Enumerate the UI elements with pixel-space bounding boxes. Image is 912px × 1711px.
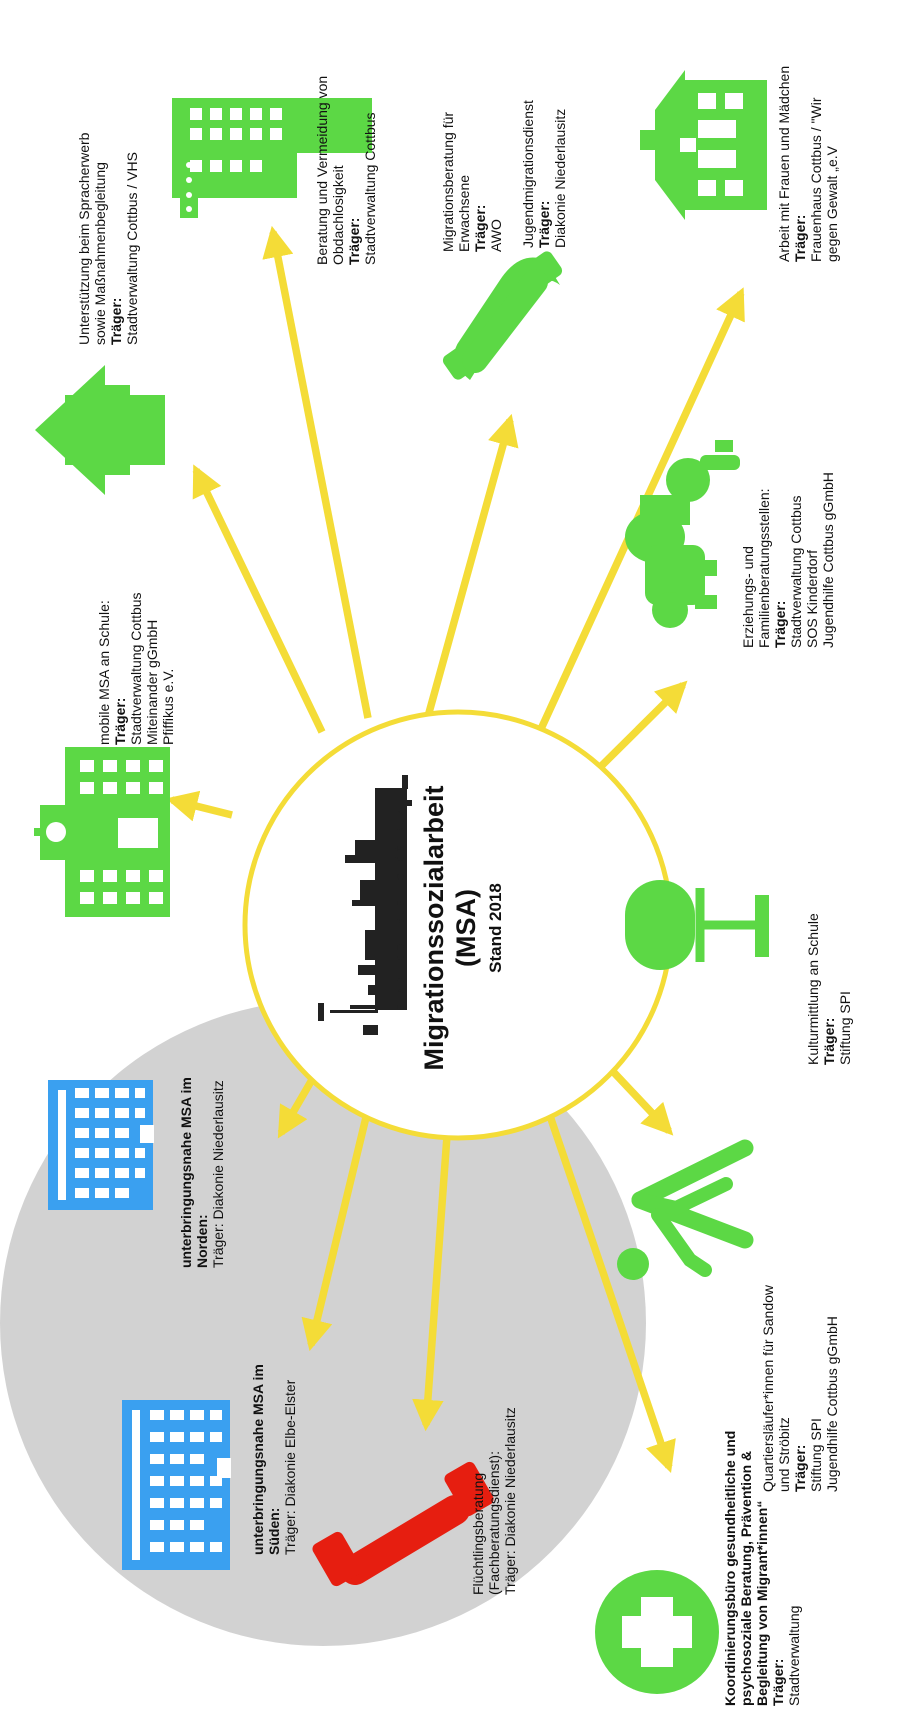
label-traeger: Träger: xyxy=(472,204,488,252)
label-line: Migrationsberatung für xyxy=(440,111,456,252)
label-line: unterbringungsnahe MSA im xyxy=(178,1077,194,1268)
label-line: Pfiffikus e.V. xyxy=(160,668,176,745)
center-title-line1: Migrationssozialarbeit xyxy=(419,785,449,1071)
label-line: unterbringungsnahe MSA im xyxy=(250,1364,266,1555)
label-line: Arbeit mit Frauen und Mädchen xyxy=(776,65,792,262)
telephone-icon xyxy=(442,251,563,380)
label-line: Diakonie Niederlausitz xyxy=(552,108,568,248)
label-kultur: Kulturmittlung an Schule Träger: Stiftun… xyxy=(805,913,853,1065)
apartment-block-icon xyxy=(122,1400,231,1570)
label-frauen: Arbeit mit Frauen und Mädchen Träger: Fr… xyxy=(776,66,840,262)
label-line: Süden: xyxy=(266,1507,282,1555)
microphone-icon xyxy=(625,880,769,970)
label-line: Obdachlosigkeit xyxy=(330,165,346,265)
arrow-sued xyxy=(301,1108,372,1352)
arrow-gesundheit xyxy=(545,1111,676,1473)
label-line: Erziehungs- und xyxy=(740,546,756,648)
label-line: Begleitung von Migrant*innen“ xyxy=(754,1500,770,1706)
label-line: Stiftung SPI xyxy=(808,1418,824,1492)
label-line: Koordinierungsbüro gesundheitliche und xyxy=(722,1430,738,1706)
label-sued: unterbringungsnahe MSA im Süden: Träger:… xyxy=(250,1364,298,1555)
label-line: mobile MSA an Schule: xyxy=(96,600,112,745)
telephone-icon xyxy=(312,1461,494,1587)
label-traeger: Träger: xyxy=(772,600,788,648)
label-mobile-msa: mobile MSA an Schule: Träger: Stadtverwa… xyxy=(96,592,176,745)
label-line: Erwachsene xyxy=(456,174,472,252)
label-line: Stadtverwaltung Cottbus / VHS xyxy=(124,152,140,345)
label-nord: unterbringungsnahe MSA im Norden: Träger… xyxy=(178,1077,226,1268)
label-traeger: Träger: xyxy=(536,200,552,248)
label-traeger: Träger: xyxy=(346,217,362,265)
label-line: Jugendhilfe Cottbus gGmbH xyxy=(824,1316,840,1492)
label-line: Jugendhilfe Cottbus gGmbH xyxy=(820,472,836,648)
center-title-line2: (MSA) xyxy=(451,889,481,967)
medical-cross-icon xyxy=(595,1570,719,1694)
label-gesundheit: Koordinierungsbüro gesundheitliche und p… xyxy=(722,1431,802,1706)
shelter-house-icon xyxy=(640,70,767,220)
label-line: Jugendmigrationsdienst xyxy=(520,100,536,248)
label-line: Träger: Diakonie Niederlausitz xyxy=(502,1407,518,1595)
label-line: Flüchtlingsberatung xyxy=(470,1472,486,1595)
label-line: AWO xyxy=(488,219,504,252)
arrow-fluechtling xyxy=(412,1121,452,1432)
label-erziehung: Erziehungs- und Familienberatungsstellen… xyxy=(740,472,836,648)
label-line: Träger: Diakonie Elbe-Elster xyxy=(282,1379,298,1555)
arrow-mobile-msa xyxy=(165,790,233,822)
label-line: Kulturmittlung an Schule xyxy=(805,913,821,1065)
arrow-migrationsberatung xyxy=(418,413,519,740)
label-traeger: Träger: xyxy=(770,1658,786,1706)
label-line: sowie Maßnahmenbegleitung xyxy=(92,162,108,345)
label-line: Frauenhaus Cottbus / "Wir xyxy=(808,97,824,262)
hotel-building-icon xyxy=(172,98,372,218)
arrow-sprache xyxy=(192,464,326,734)
label-jugendmigration: Jugendmigrationsdienst Träger: Diakonie … xyxy=(520,100,568,248)
label-line: Stadtverwaltung Cottbus xyxy=(128,592,144,745)
arrow-nord xyxy=(277,1076,317,1139)
school-building-icon xyxy=(34,747,170,917)
label-line: psychosoziale Beratung, Prävention & xyxy=(738,1450,754,1706)
arrow-obdach xyxy=(262,225,372,719)
label-migrationsberatung: Migrationsberatung für Erwachsene Träger… xyxy=(440,112,504,252)
label-line: Stadtverwaltung Cottbus xyxy=(788,495,804,648)
apartment-block-icon xyxy=(48,1080,154,1210)
cottbus-skyline-logo xyxy=(318,775,412,1035)
label-line: Stadtverwaltung xyxy=(786,1605,802,1706)
house-icon xyxy=(35,365,165,495)
arrow-quartier xyxy=(602,1060,674,1136)
label-line: Stiftung SPI xyxy=(837,991,853,1065)
label-line: Familienberatungsstellen: xyxy=(756,488,772,648)
label-traeger: Träger: xyxy=(108,297,124,345)
label-traeger: Träger: xyxy=(112,697,128,745)
label-traeger: Träger: xyxy=(821,1017,837,1065)
label-line: Stadtverwaltung Cottbus xyxy=(362,112,378,265)
label-sprache: Unterstützung beim Spracherwerb sowie Ma… xyxy=(76,133,140,345)
center-subtitle: Stand 2018 xyxy=(486,883,505,973)
label-line: Unterstützung beim Spracherwerb xyxy=(76,132,92,345)
child-with-dog-icon xyxy=(625,440,740,628)
center-title: Migrationssozialarbeit (MSA) Stand 2018 xyxy=(418,778,508,1078)
label-line: Norden: xyxy=(194,1214,210,1268)
label-line: SOS Kinderdorf xyxy=(804,549,820,648)
label-line: gegen Gewalt „e.V xyxy=(824,146,840,262)
label-line: Träger: Diakonie Niederlausitz xyxy=(210,1080,226,1268)
walking-person-icon xyxy=(617,1139,754,1280)
city-logo-text: STADT COTTBUS · CHÓŚEBUZ xyxy=(396,806,407,1010)
label-line: Beratung und Vermeidung von xyxy=(314,75,330,265)
label-fluechtling: Flüchtlingsberatung (Fachberatungsdienst… xyxy=(470,1407,518,1595)
label-line: (Fachberatungsdienst): xyxy=(486,1451,502,1595)
label-line: Miteinander gGmbH xyxy=(144,619,160,745)
label-obdach: Beratung und Vermeidung von Obdachlosigk… xyxy=(314,76,378,265)
label-traeger: Träger: xyxy=(792,214,808,262)
